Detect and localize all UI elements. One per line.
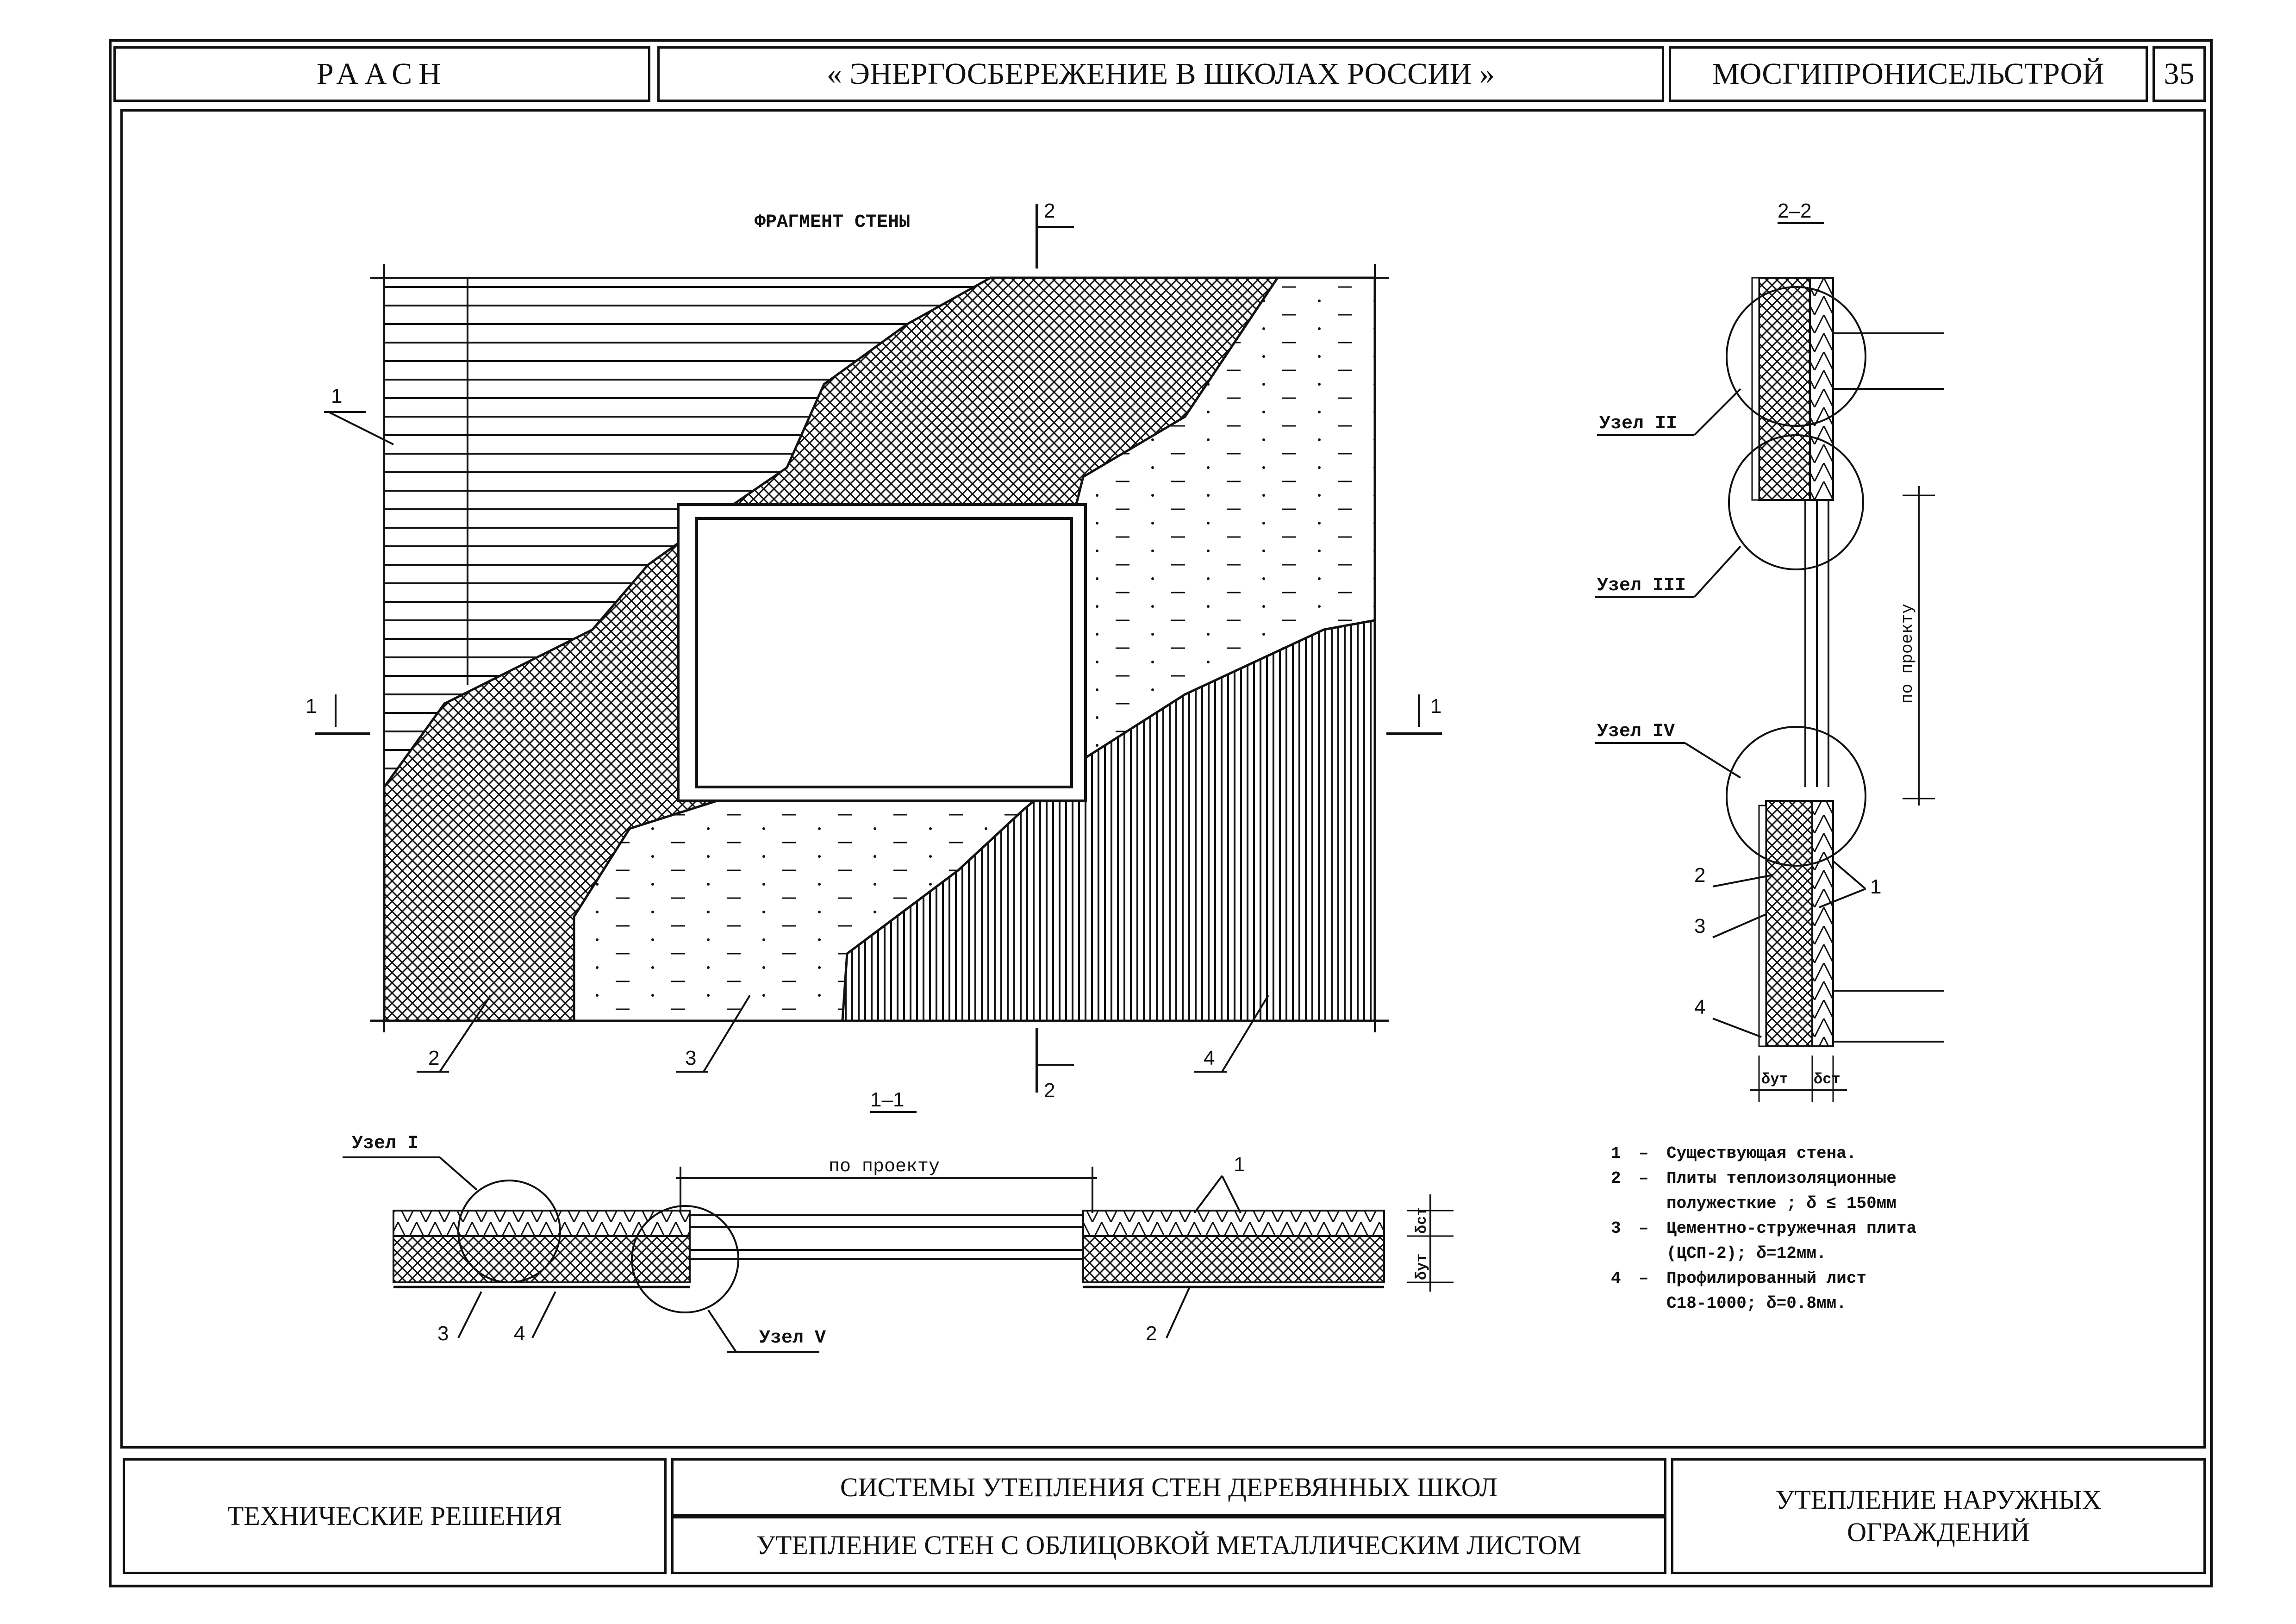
- footer-left: ТЕХНИЧЕСКИЕ РЕШЕНИЯ: [123, 1458, 667, 1574]
- section-1-1-callout-4: 4: [514, 1322, 525, 1345]
- fragment-title: ФРАГМЕНТ СТЕНЫ: [755, 212, 910, 233]
- node-i-label: Узел I: [352, 1133, 418, 1154]
- legend-row-1: 1–Существующая стена.: [1611, 1144, 1857, 1163]
- node-iv-label: Узел IV: [1597, 721, 1675, 742]
- callout-4: 4: [1204, 1047, 1215, 1069]
- layer-profiled-sheet: [842, 620, 1375, 1021]
- section-1-1-callout-3: 3: [437, 1322, 449, 1345]
- legend-row-3: 3–Цементно-стружечная плита: [1611, 1219, 1917, 1238]
- node-v-circle: [631, 1205, 739, 1313]
- node-i-circle: [457, 1180, 561, 1283]
- node-iv-circle: [1726, 726, 1866, 867]
- legend-row-2b: полужесткие ; δ ≤ 150мм: [1666, 1194, 1897, 1213]
- cut-1-right-label: 1: [1430, 695, 1441, 718]
- footer-right: УТЕПЛЕНИЕ НАРУЖНЫХ ОГРАЖДЕНИЙ: [1671, 1458, 2206, 1574]
- header-author-text: МОСГИПРОНИСЕЛЬСТРОЙ: [1712, 57, 2104, 91]
- header-org: РААСН: [113, 46, 650, 102]
- section-1-1-callout-2: 2: [1146, 1322, 1157, 1345]
- footer-center-bottom: УТЕПЛЕНИЕ СТЕН С ОБЛИЦОВКОЙ МЕТАЛЛИЧЕСКИ…: [671, 1516, 1666, 1574]
- section-2-2-title: 2–2: [1778, 200, 1811, 222]
- section-2-2: 2–2 по проекту Узел II Узел III Уз: [1595, 200, 1944, 1102]
- header-author: МОСГИПРОНИСЕЛЬСТРОЙ: [1669, 46, 2148, 102]
- callout-1: 1: [331, 385, 342, 407]
- header-org-text: РААСН: [317, 57, 447, 91]
- callout-2: 2: [428, 1047, 439, 1069]
- footer-right-text: УТЕПЛЕНИЕ НАРУЖНЫХ ОГРАЖДЕНИЙ: [1775, 1485, 2102, 1547]
- cut-1-left-label: 1: [306, 695, 317, 718]
- footer-left-text: ТЕХНИЧЕСКИЕ РЕШЕНИЯ: [227, 1501, 562, 1531]
- section-2-2-dim-ins: δут: [1761, 1071, 1788, 1088]
- legend-row-4b: С18-1000; δ=0.8мм.: [1666, 1294, 1847, 1313]
- section-2-2-callout-2: 2: [1694, 864, 1705, 887]
- cut-2-top-label: 2: [1044, 200, 1055, 222]
- header-program-text: « ЭНЕРГОСБЕРЕЖЕНИЕ В ШКОЛАХ РОССИИ »: [827, 57, 1495, 91]
- section-1-1-dim-label: по проекту: [829, 1156, 940, 1177]
- footer-center-top-text: СИСТЕМЫ УТЕПЛЕНИЯ СТЕН ДЕРЕВЯННЫХ ШКОЛ: [840, 1472, 1498, 1502]
- section-2-2-callout-1: 1: [1870, 875, 1881, 898]
- header-program: « ЭНЕРГОСБЕРЕЖЕНИЕ В ШКОЛАХ РОССИИ »: [657, 46, 1664, 102]
- wall-fragment: 1 1 2 2 ФРАГМЕНТ СТЕНЫ 1 2 3 4: [306, 200, 1442, 1102]
- section-1-1: 1–1 по проекту Узел I Узел V 3 4 2: [343, 1088, 1454, 1353]
- node-v-label: Узел V: [759, 1328, 826, 1349]
- callout-3: 3: [685, 1047, 696, 1069]
- section-2-2-callout-4: 4: [1694, 996, 1705, 1018]
- section-2-2-dim-label: по проекту: [1898, 604, 1917, 704]
- legend: 1–Существующая стена. 2–Плиты теплоизоля…: [1611, 1141, 2074, 1316]
- window-frame: [695, 517, 1073, 788]
- section-2-2-callout-3: 3: [1694, 915, 1705, 937]
- node-ii-circle: [1726, 286, 1866, 427]
- section-1-1-dim-ins: δут: [1413, 1253, 1430, 1280]
- node-ii-label: Узел II: [1599, 413, 1677, 434]
- node-iii-label: Узел III: [1597, 575, 1686, 596]
- section-1-1-callout-1: 1: [1234, 1153, 1245, 1176]
- footer-center-top: СИСТЕМЫ УТЕПЛЕНИЯ СТЕН ДЕРЕВЯННЫХ ШКОЛ: [671, 1458, 1666, 1516]
- header-sheet-text: 35: [2164, 57, 2195, 91]
- footer-center-bottom-text: УТЕПЛЕНИЕ СТЕН С ОБЛИЦОВКОЙ МЕТАЛЛИЧЕСКИ…: [756, 1530, 1582, 1560]
- legend-row-4: 4–Профилированный лист: [1611, 1269, 1867, 1288]
- section-2-2-dim-wall: δст: [1814, 1071, 1841, 1088]
- drawing-area-frame: [120, 109, 2206, 1449]
- section-1-1-title: 1–1: [870, 1088, 904, 1111]
- legend-row-2: 2–Плиты теплоизоляционные: [1611, 1169, 1897, 1188]
- legend-row-3b: (ЦСП-2); δ=12мм.: [1666, 1244, 1827, 1263]
- node-iii-circle: [1728, 434, 1864, 570]
- cut-2-bottom-label: 2: [1044, 1079, 1055, 1102]
- header-sheet-number: 35: [2152, 46, 2206, 102]
- section-1-1-dim-wall: δст: [1413, 1207, 1430, 1234]
- sheet-frame: [109, 39, 2213, 1587]
